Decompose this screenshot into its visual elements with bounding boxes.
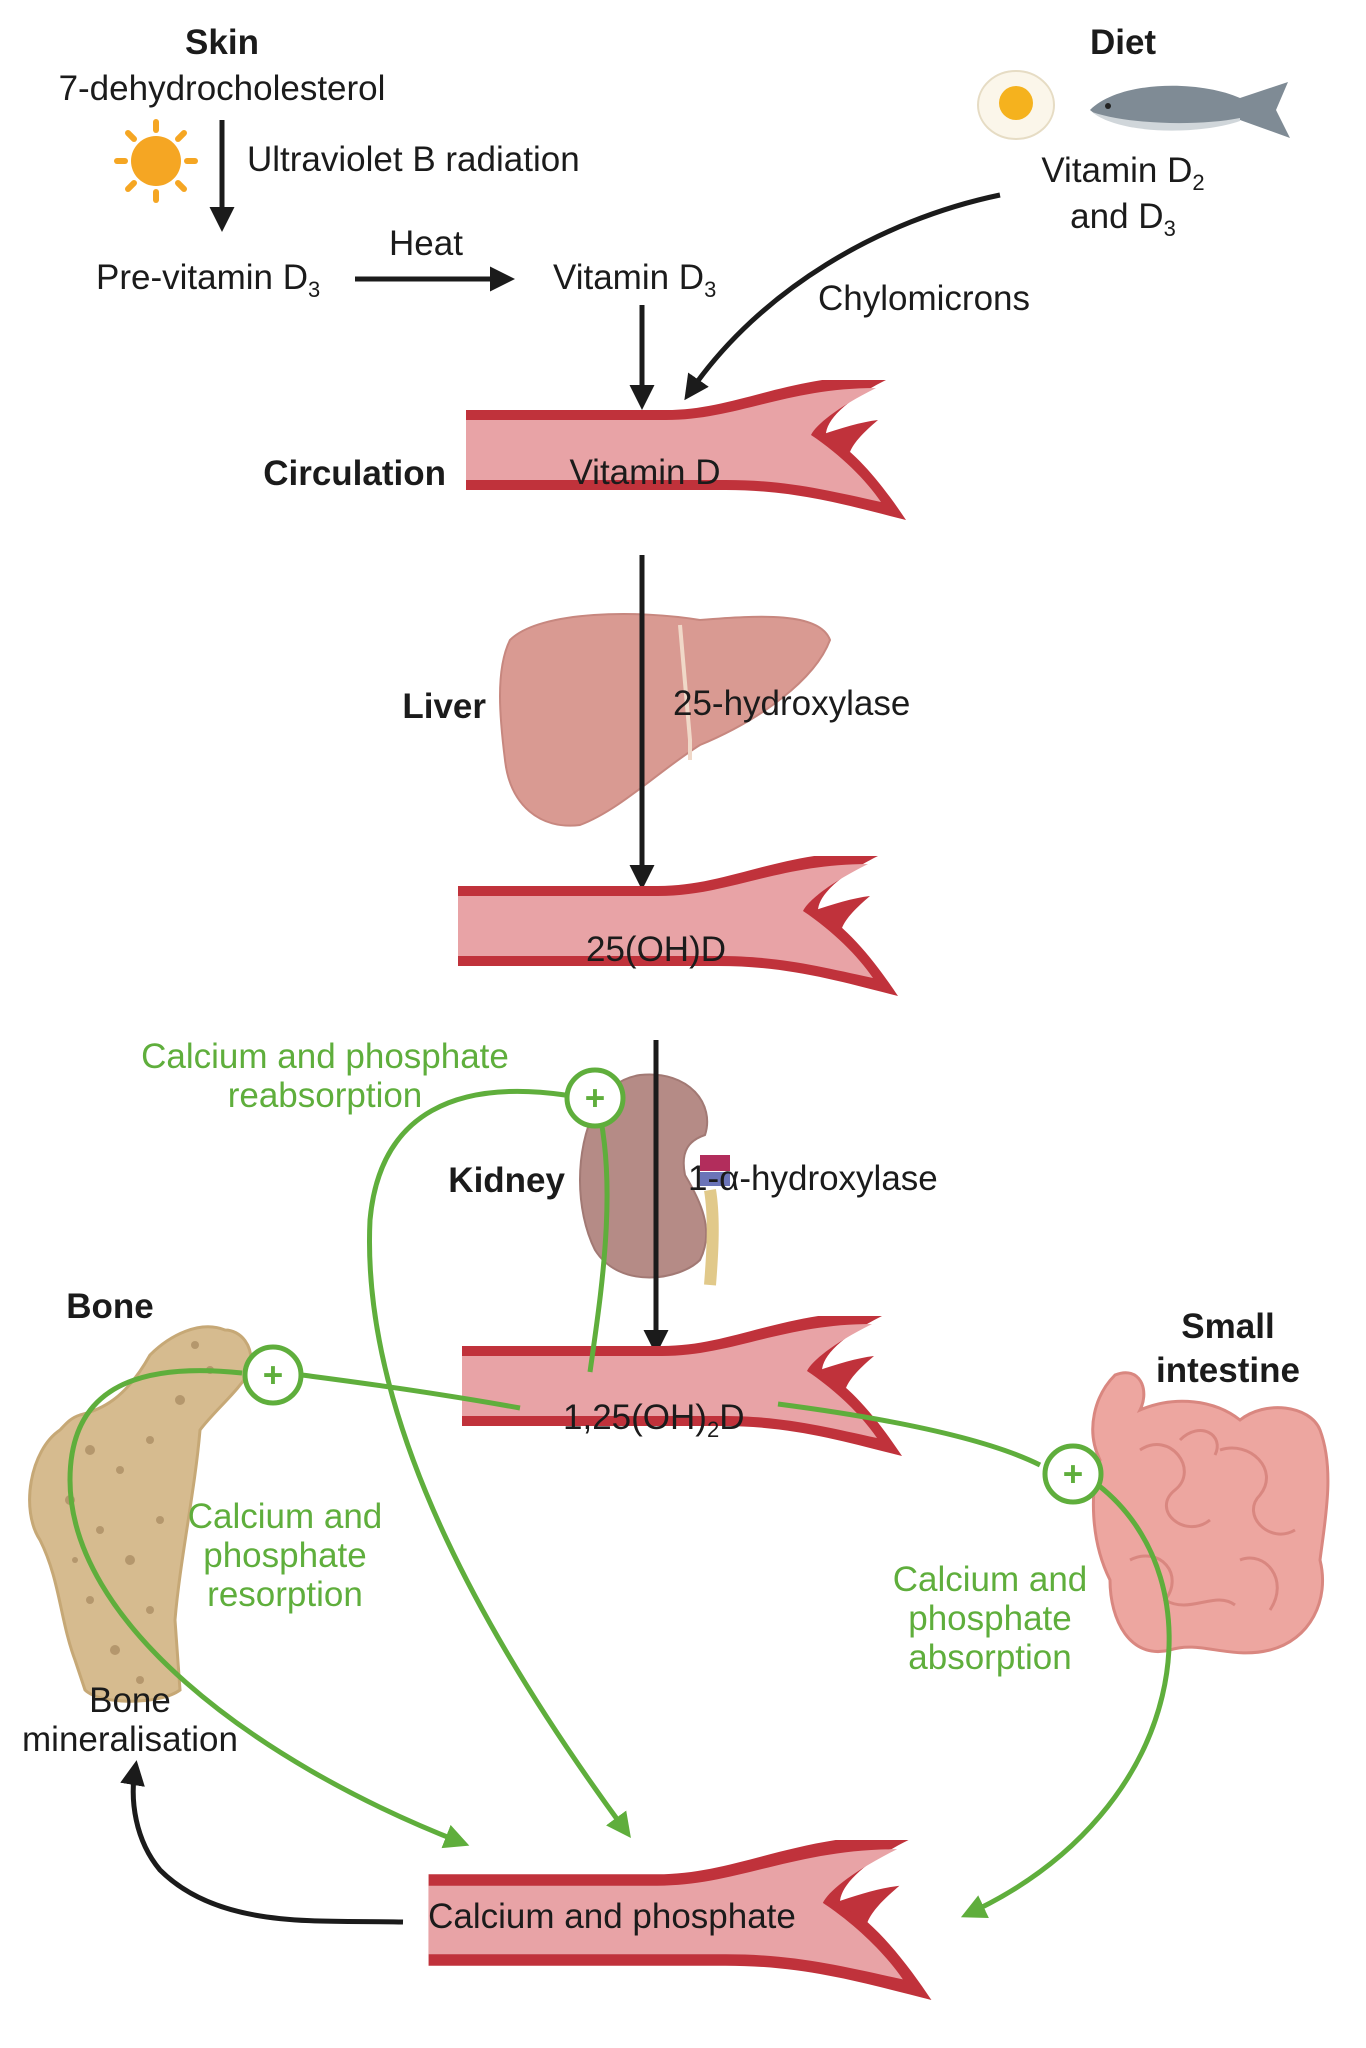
vessel-calcitriol-content: 1,25(OH)2D: [563, 1398, 744, 1442]
bone-plus-node: +: [242, 1344, 304, 1406]
uv-label: Ultraviolet B radiation: [247, 140, 580, 179]
absorption-label-line1: Calcium and: [893, 1560, 1088, 1599]
calcitriol-to-bone-link: [301, 1372, 521, 1411]
heat-label: Heat: [389, 224, 463, 263]
reabsorption-label-line1: Calcium and phosphate: [141, 1037, 509, 1076]
resorption-label-line1: Calcium and: [188, 1497, 383, 1536]
diet-vitamin-d2: Vitamin D2: [1041, 151, 1204, 195]
skin-title: Skin: [185, 23, 259, 62]
absorption-label-line3: absorption: [908, 1638, 1071, 1677]
kidney-label: Kidney: [448, 1161, 565, 1200]
mineralisation-label-line2: mineralisation: [22, 1720, 238, 1759]
ureter-icon: [704, 1189, 719, 1286]
intestine-plus-node: +: [1042, 1443, 1104, 1505]
absorption-label-line2: phosphate: [908, 1599, 1071, 1638]
diet-and-d3: and D3: [1070, 197, 1176, 241]
chylomicrons-label: Chylomicrons: [818, 279, 1030, 318]
svg-text:+: +: [1063, 1455, 1083, 1494]
liver-icon: [499, 613, 832, 827]
bone-label: Bone: [66, 1287, 154, 1326]
small-intestine-icon: [1091, 1371, 1330, 1655]
fish-icon: [1090, 82, 1290, 138]
chylomicron-arrow: [684, 192, 1001, 401]
egg-icon: [977, 70, 1055, 140]
renal-artery-icon: [700, 1155, 730, 1171]
pre-vitamin-d3: Pre-vitamin D3: [96, 258, 320, 302]
intestine-label-line2: intestine: [1156, 1351, 1300, 1390]
intestine-label-line1: Small: [1181, 1307, 1274, 1346]
resorption-label-line3: resorption: [207, 1575, 363, 1614]
circulation-label: Circulation: [263, 454, 446, 493]
vessel-25ohd: [458, 856, 898, 996]
vitamin-d3: Vitamin D3: [553, 258, 716, 302]
mineralisation-arrow: [120, 1760, 404, 1925]
resorption-arrow: [67, 1368, 470, 1849]
mineralisation-label-line1: Bone: [89, 1681, 171, 1720]
sun-icon: [114, 119, 198, 203]
svg-text:+: +: [585, 1079, 605, 1118]
liver-label: Liver: [402, 687, 486, 726]
reabsorption-arrow: [366, 1088, 631, 1839]
svg-text:+: +: [263, 1356, 283, 1395]
calcitriol-to-kidney-link: [587, 1094, 610, 1373]
kidney-enzyme: 1-α-hydroxylase: [688, 1159, 938, 1198]
renal-vein-icon: [700, 1172, 730, 1186]
calcitriol-to-intestine-link: [777, 1401, 1042, 1468]
circulation-vessel: [466, 380, 906, 520]
reabsorption-label-line2: reabsorption: [228, 1076, 423, 1115]
circulation-content: Vitamin D: [569, 453, 720, 492]
absorption-arrow: [960, 1483, 1172, 1918]
diet-title: Diet: [1090, 23, 1156, 62]
resorption-label-line2: phosphate: [203, 1536, 366, 1575]
kidney-plus-node: +: [564, 1067, 626, 1129]
vessel-calcium-phosphate-content: Calcium and phosphate: [428, 1897, 796, 1936]
skin-precursor: 7-dehydrocholesterol: [59, 69, 386, 108]
gallbladder-icon: [678, 624, 692, 760]
liver-enzyme: 25-hydroxylase: [673, 684, 910, 723]
vessel-25ohd-content: 25(OH)D: [586, 930, 726, 969]
